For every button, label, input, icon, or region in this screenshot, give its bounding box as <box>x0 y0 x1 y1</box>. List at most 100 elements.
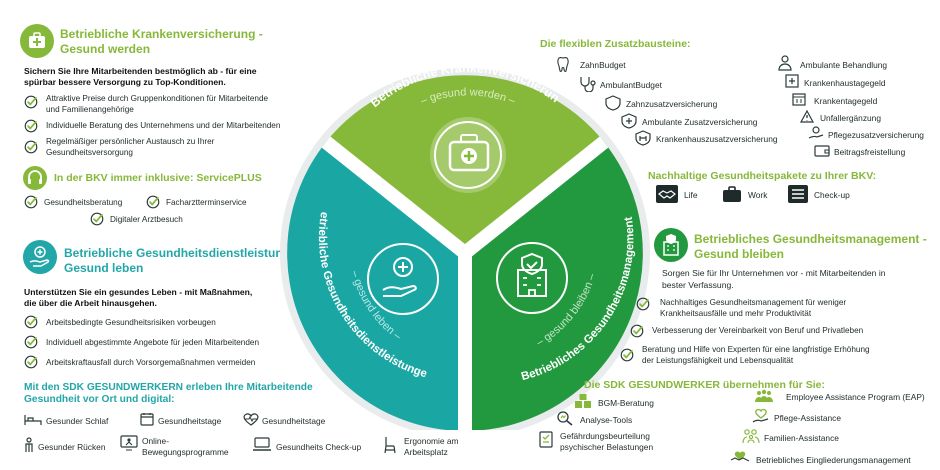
check-icon <box>636 297 650 311</box>
tooth-icon <box>557 57 569 72</box>
boxes-icon <box>575 394 591 408</box>
care-icon <box>808 126 824 139</box>
building-shield-icon <box>517 252 547 297</box>
sdk-analyse-tools: Analyse-Tools <box>580 415 633 425</box>
sdk-gefaehrdung-l1: Gefährdungsbeurteilung <box>560 431 650 441</box>
ambulant-shield-icon <box>621 113 637 129</box>
headset-icon <box>23 166 47 190</box>
check-icon <box>620 348 634 362</box>
wallet-icon <box>814 145 830 157</box>
check-icon <box>24 95 38 109</box>
addon-unfallergaenzung: Unfallergänzung <box>820 113 881 123</box>
service-item-1: Gesundheitsberatung <box>44 198 123 207</box>
doctor-icon <box>778 55 792 71</box>
laptop-icon <box>253 437 271 451</box>
bgm-bullet-2: Verbesserung der Vereinbarkeit von Beruf… <box>652 326 864 335</box>
stethoscope-icon <box>580 77 596 92</box>
addons-title: Die flexiblen Zusatzbausteine: <box>540 38 691 50</box>
magnifier-icon <box>557 411 573 426</box>
bgd-bullet-2: Individuell abgestimmte Angebote für jed… <box>46 338 260 347</box>
sdk-bem: Betriebliches Eingliederungsmanagement <box>756 455 911 465</box>
hospital-bed-icon <box>785 74 799 88</box>
bgm-intro-line2: bester Verfassung. <box>662 280 734 290</box>
bgd-title-line2: Gesund leben <box>64 261 144 275</box>
chair-icon <box>384 437 396 454</box>
hospital-shield-icon <box>635 130 651 146</box>
sdk-digital-title-line2: Gesundheit vor Ort und digital: <box>24 394 175 405</box>
calendar-money-icon <box>792 93 806 106</box>
sdk-digital-title-line1: Mit den SDK GESUNDWERKERN erleben Ihre M… <box>24 382 313 393</box>
addon-beitragsfreistellung: Beitragsfreistellung <box>834 147 906 157</box>
bkv-bullet-2: Individuelle Beratung des Unternehmens u… <box>46 121 281 130</box>
sdk-item-health-days-2: Gesundheitstage <box>262 416 326 426</box>
sdk-familien-assistance: Familien-Assistance <box>764 433 839 443</box>
bed-icon <box>24 415 42 425</box>
medkit-badge-icon <box>20 24 54 58</box>
handshake-heart-icon <box>730 451 750 462</box>
warning-icon <box>800 110 814 123</box>
hand-care-icon <box>382 257 417 297</box>
bgd-bullet-1: Arbeitsbedingte Gesundheitsrisiken vorbe… <box>46 318 216 327</box>
addon-krankentagegeld: Krankentagegeld <box>814 96 878 106</box>
check-icon <box>24 315 38 329</box>
wheel-diagram: Betriebliche Krankenversicherung – gesun… <box>240 40 650 430</box>
checklist-icon <box>788 185 808 203</box>
addon-pflegezusatz: Pflegezusatzversicherung <box>828 130 924 140</box>
service-item-3: Digitaler Arztbesuch <box>110 215 183 224</box>
addon-ambulante-behandlung: Ambulante Behandlung <box>800 60 888 70</box>
bkv-title-line2: Gesund werden <box>60 42 151 56</box>
clipboard-icon <box>539 431 553 448</box>
dental-shield-icon <box>605 95 621 111</box>
bkv-bullet-1-l1: Attraktive Preise durch Gruppenkondition… <box>46 94 269 103</box>
bkv-intro-line2: spürbar bessere Versorgung zu Top-Kondit… <box>24 77 226 87</box>
check-icon <box>24 195 38 209</box>
segment-bkv <box>326 75 604 254</box>
sdk-item-back: Gesunder Rücken <box>38 442 106 452</box>
segment-bgm <box>465 142 643 430</box>
hand-care-badge-icon <box>23 240 57 274</box>
handshake-icon <box>656 185 678 203</box>
family-icon <box>742 429 760 444</box>
back-icon <box>25 437 33 452</box>
bkv-bullet-1-l2: und Familienangehörige <box>46 105 134 114</box>
service-item-2: Facharztterminservice <box>166 198 247 207</box>
bgm-bullet-1-l2: Krankheitsausfälle und mehr Produktivitä… <box>660 309 812 318</box>
bgd-intro-line1: Unterstützen Sie ein gesundes Leben - mi… <box>24 287 253 297</box>
sdk-item-health-days-1: Gesundheitstage <box>158 416 222 426</box>
bgm-bullet-3-l1: Beratung und Hilfe von Experten für eine… <box>642 345 870 354</box>
package-work: Work <box>748 190 768 200</box>
sdk-gefaehrdung-l2: psychischer Belastungen <box>560 442 654 452</box>
sdk-item-online-l2: Bewegungsprogramme <box>142 447 229 457</box>
sdk-bgm-beratung: BGM-Beratung <box>598 398 654 408</box>
building-badge-icon <box>654 228 688 262</box>
sdk-item-checkup: Gesundheits Check-up <box>276 442 362 452</box>
medkit-icon <box>448 134 490 172</box>
care-hand-icon <box>752 408 769 423</box>
bkv-intro-line1: Sichern Sie Ihre Mitarbeitenden bestmögl… <box>24 66 257 76</box>
bgm-title-line2: Gesund bleiben <box>694 247 785 261</box>
check-icon <box>90 212 104 226</box>
sdk-take-title: Die SDK GESUNDWERKER übernehmen für Sie: <box>584 379 825 391</box>
segment-bgd <box>287 142 465 430</box>
package-checkup: Check-up <box>814 190 850 200</box>
serviceplus-title: In der BKV immer inklusive: ServicePLUS <box>54 172 262 184</box>
sdk-pflege-assistance: Pflege-Assistance <box>774 413 842 423</box>
sdk-item-ergonomics-l2: Arbeitsplatz <box>404 447 448 457</box>
check-icon <box>24 119 38 133</box>
bgd-bullet-3: Arbeitskraftausfall durch Vorsorgemaßnah… <box>46 358 256 367</box>
check-icon <box>24 335 38 349</box>
addon-zahnzusatz: Zahnzusatzversicherung <box>626 99 718 109</box>
briefcase-icon <box>722 185 742 203</box>
bkv-title-line1: Betriebliche Krankenversicherung - <box>60 27 263 41</box>
check-icon <box>24 140 38 154</box>
check-icon <box>630 324 644 338</box>
bkv-bullet-3-l1: Regelmäßiger persönlicher Austausch zu I… <box>46 137 215 146</box>
bkv-bullet-3-l2: Gesundheitsversorgung <box>46 148 133 157</box>
bgd-intro-line2: die über die Arbeit hinausgehen. <box>24 298 157 308</box>
packages-title: Nachhaltige Gesundheitspakete zu Ihrer B… <box>648 170 877 182</box>
addon-ambulantbudget: AmbulantBudget <box>600 80 662 90</box>
bgm-bullet-1-l1: Nachhaltiges Gesundheitsmanagement für w… <box>660 298 847 307</box>
addon-zahnbudget: ZahnBudget <box>580 60 626 70</box>
sdk-item-sleep: Gesunder Schlaf <box>46 416 109 426</box>
addon-krankenhaustagegeld: Krankenhaustagegeld <box>804 78 886 88</box>
